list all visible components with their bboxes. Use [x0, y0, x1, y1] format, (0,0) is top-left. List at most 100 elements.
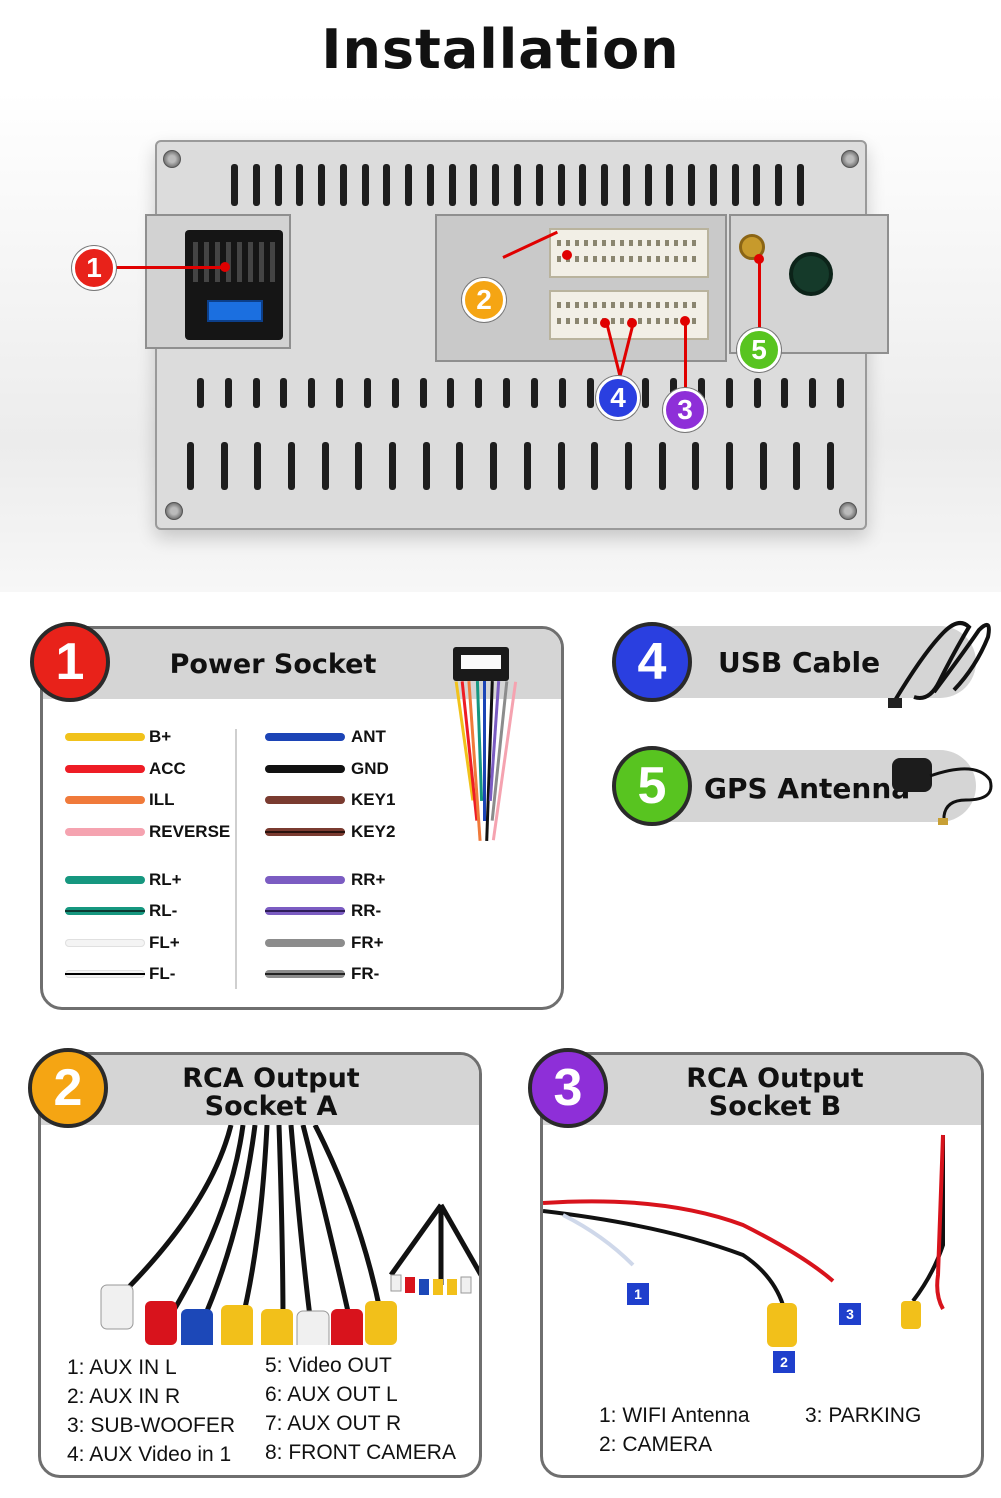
power-socket-title: Power Socket	[169, 649, 377, 680]
vent-slot	[579, 164, 587, 206]
vent-slot	[666, 164, 674, 206]
vent-slot	[470, 164, 478, 206]
vent-slot	[557, 442, 565, 490]
vent-slot	[837, 378, 844, 408]
vent-slot	[558, 378, 566, 408]
vent-slot	[426, 164, 434, 206]
rca-socket-b-connector	[549, 290, 709, 340]
wire-label: ANT	[351, 727, 386, 746]
vent-slot	[731, 164, 739, 206]
wire-label: FR-	[351, 964, 380, 983]
vent-slot	[642, 378, 650, 408]
vent-slot	[688, 164, 696, 206]
tag-3-icon: 3	[839, 1303, 861, 1325]
page-title: Installation	[321, 18, 680, 81]
wire-label: RL+	[149, 870, 182, 889]
vent-slot	[252, 378, 260, 408]
vent-slot	[220, 442, 228, 490]
wire-swatch	[265, 796, 345, 804]
wire-label: FL-	[149, 964, 176, 983]
vent-slot	[336, 378, 344, 408]
vent-slot	[254, 442, 262, 490]
wire-swatch	[65, 828, 145, 836]
harness-wire	[483, 681, 486, 821]
vent-slot	[658, 442, 666, 490]
vent-slot	[753, 164, 761, 206]
wire-swatch	[265, 765, 345, 773]
vent-slot	[448, 164, 456, 206]
wire-label: FR+	[351, 933, 384, 952]
wiring-harness-icon	[454, 680, 518, 861]
vent-slot	[725, 378, 733, 408]
vent-slot	[709, 164, 717, 206]
vent-slot	[361, 164, 369, 206]
vent-slot	[405, 164, 413, 206]
rca-b-legend-right: 3: PARKING	[805, 1404, 922, 1427]
power-connector	[185, 230, 283, 340]
vent-slot	[456, 442, 464, 490]
vent-slot	[725, 442, 733, 490]
callout-2-badge: 2	[462, 278, 506, 322]
wire-swatch	[265, 828, 345, 836]
vent-slot	[697, 378, 705, 408]
wire-swatch	[65, 907, 145, 915]
wire-swatch	[265, 907, 345, 915]
wire-label: ACC	[149, 759, 186, 778]
fuse-icon	[207, 300, 263, 322]
tag-2-icon: 2	[773, 1351, 795, 1373]
wire-swatch	[65, 970, 145, 978]
callout-5-badge: 5	[737, 328, 781, 372]
wire-swatch	[265, 733, 345, 741]
vent-slot	[535, 164, 543, 206]
power-socket-badge: 1	[30, 622, 110, 702]
vent-slot	[197, 378, 204, 408]
vent-slot	[759, 442, 767, 490]
vent-slot	[224, 378, 232, 408]
vent-slot	[419, 378, 427, 408]
vent-slot	[355, 442, 363, 490]
rca-a-header	[41, 1055, 479, 1125]
wire-label: KEY1	[351, 790, 396, 809]
wire-swatch	[65, 876, 145, 884]
vent-slot	[280, 378, 288, 408]
vent-slot	[586, 378, 594, 408]
vent-slot	[809, 378, 817, 408]
callout-4-badge: 4	[596, 376, 640, 420]
wire-label: RR-	[351, 901, 382, 920]
vent-slot	[781, 378, 789, 408]
column-divider	[235, 729, 237, 989]
vent-slot	[753, 378, 761, 408]
wire-label: B+	[149, 727, 172, 746]
wire-label: KEY2	[351, 822, 396, 841]
screw-icon	[163, 150, 181, 168]
vent-slot	[530, 378, 538, 408]
vent-slot	[601, 164, 609, 206]
wire-label: GND	[351, 759, 389, 778]
vent-slot	[523, 442, 531, 490]
callout-1-badge: 1	[72, 246, 116, 290]
rca-a-badge: 2	[28, 1048, 108, 1128]
vent-slot	[231, 164, 238, 206]
vent-slot	[391, 378, 399, 408]
wire-swatch	[65, 796, 145, 804]
vent-slot	[339, 164, 347, 206]
vent-slot	[775, 164, 783, 206]
vent-slot	[389, 442, 397, 490]
vent-slot	[383, 164, 391, 206]
wire-label: RR+	[351, 870, 386, 889]
wire-label: REVERSE	[149, 822, 231, 841]
vent-slot	[492, 164, 500, 206]
wire-swatch	[65, 733, 145, 741]
screw-icon	[841, 150, 859, 168]
vent-slot	[624, 442, 632, 490]
vent-slot	[187, 442, 194, 490]
vent-slot	[296, 164, 304, 206]
usb-cable-label: USB Cable	[718, 646, 881, 679]
tag-1-icon: 1	[627, 1283, 649, 1305]
callout-3-badge: 3	[663, 388, 707, 432]
